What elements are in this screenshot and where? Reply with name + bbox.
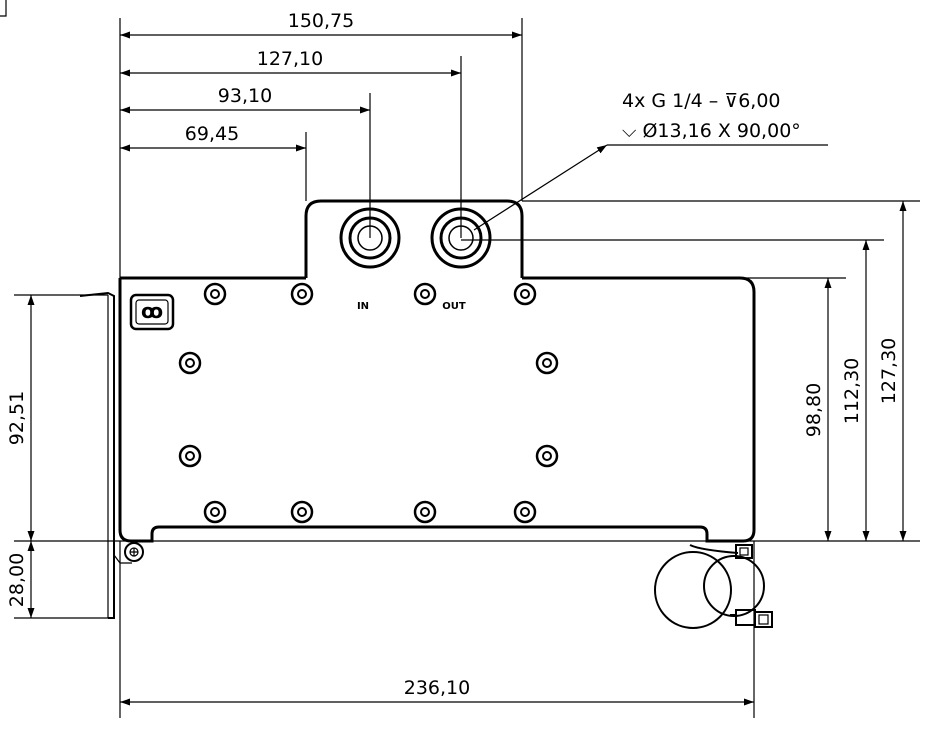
dimension-lines: [27, 31, 907, 706]
dim-height-112: 112,30: [841, 358, 863, 424]
screw-hole: [203, 500, 227, 524]
dim-width-93: 93,10: [218, 85, 272, 107]
screw-hole: [513, 500, 537, 524]
bracket-screw: [124, 542, 144, 562]
screw-holes: [178, 282, 559, 524]
screw-hole: [535, 444, 559, 468]
callout-leader: [473, 144, 828, 231]
dim-height-28: 28,00: [6, 553, 28, 607]
dim-width-69: 69,45: [185, 123, 239, 145]
screw-hole: [178, 351, 202, 375]
thread-callout-line1: 4x G 1/4 – ⊽6,00: [622, 90, 781, 112]
dim-height-98: 98,80: [803, 383, 825, 437]
screw-hole: [203, 282, 227, 306]
port-out-label: OUT: [442, 301, 466, 312]
logo-badge: ꝏ: [129, 293, 175, 331]
logo-text: ꝏ: [141, 299, 163, 323]
io-bracket: [79, 291, 132, 619]
rgb-cable: [654, 544, 773, 629]
screw-hole: [535, 351, 559, 375]
thread-callout-line2: ⌵ Ø13,16 X 90,00°: [622, 120, 801, 142]
screw-hole: [413, 500, 437, 524]
screw-hole: [413, 282, 437, 306]
dim-width-127: 127,10: [257, 48, 323, 70]
screw-hole: [290, 500, 314, 524]
screw-hole: [290, 282, 314, 306]
extension-lines: [14, 18, 920, 718]
dim-height-127: 127,30: [878, 338, 900, 404]
dim-overall-width: 236,10: [404, 677, 470, 699]
corner-mark: [0, 0, 7, 17]
dim-width-150: 150,75: [288, 10, 354, 32]
dim-height-92: 92,51: [6, 391, 28, 445]
screw-hole: [178, 444, 202, 468]
screw-hole: [513, 282, 537, 306]
port-in-label: IN: [357, 301, 369, 312]
